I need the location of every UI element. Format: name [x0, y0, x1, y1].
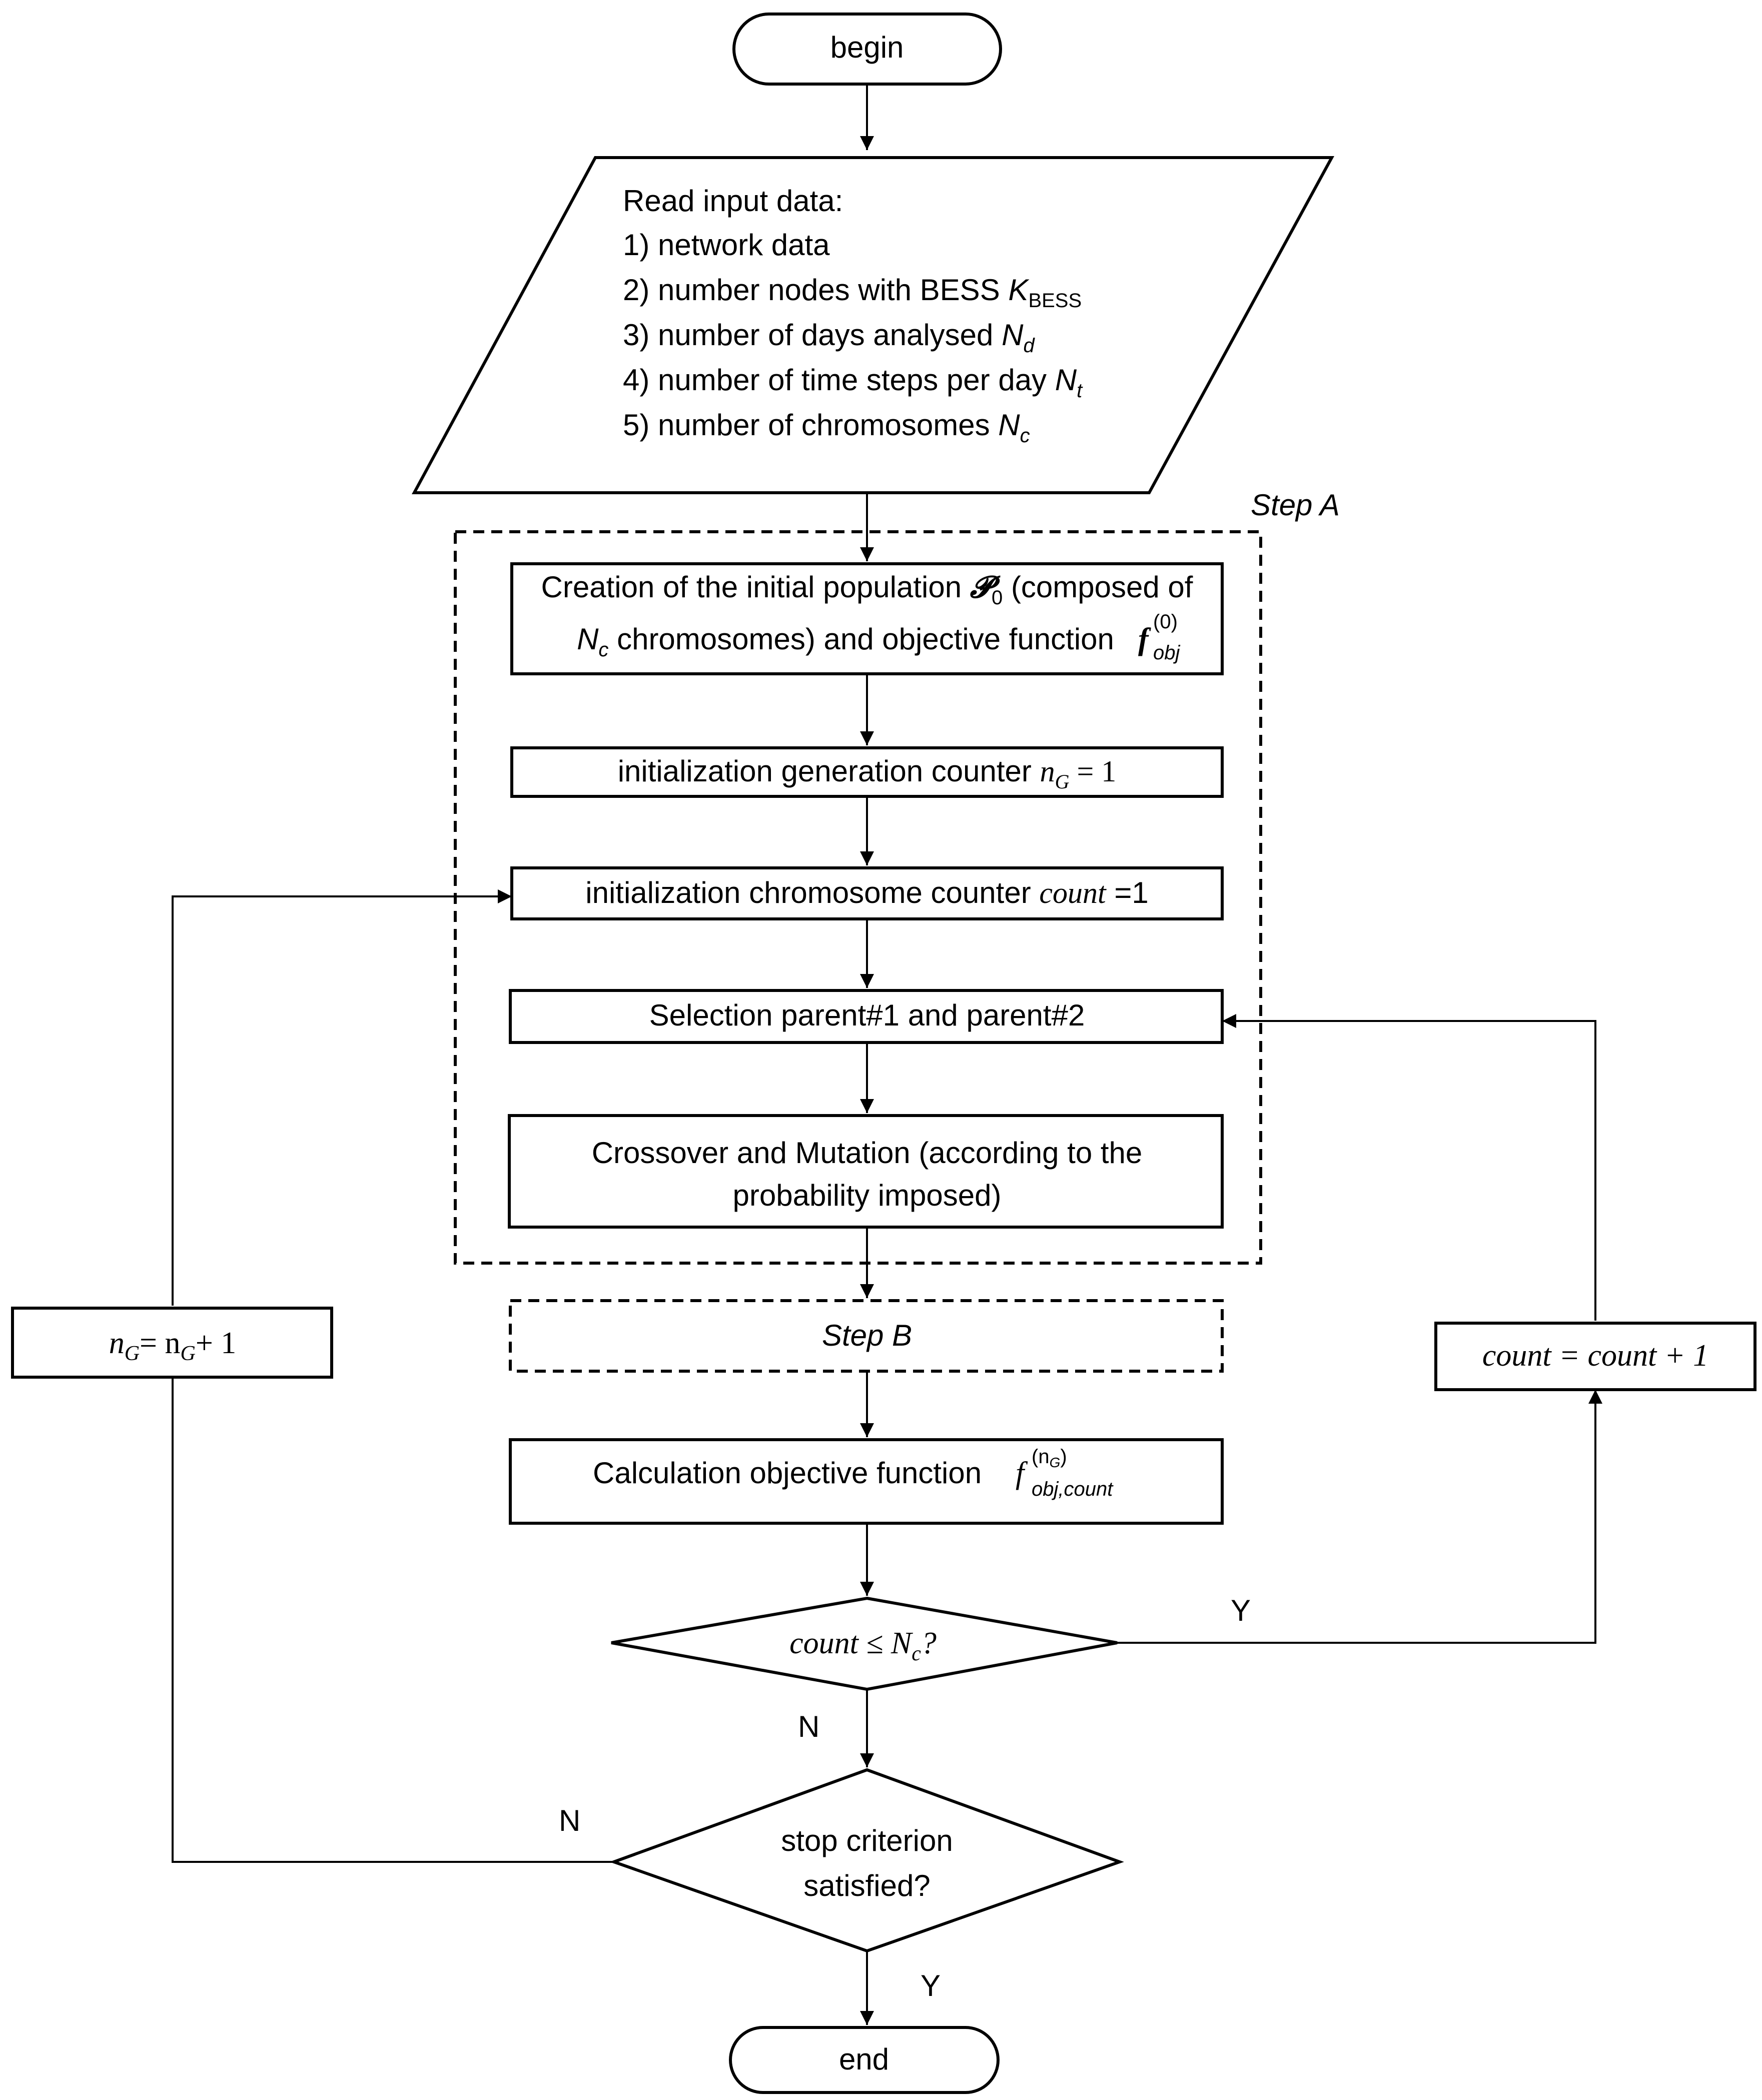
creation-fobj-sub: obj	[1153, 642, 1180, 664]
decision-stop-node	[609, 1768, 1124, 1953]
edge-label-stop-yes: Y	[921, 1969, 941, 2002]
creation-line-2: Nc chromosomes) and objective function	[577, 622, 1114, 661]
edge-gen-increment-to-initchrom	[172, 889, 512, 1306]
input-item-5: 5) number of chromosomes Nc	[623, 408, 1030, 447]
step-a-label: Step A	[1251, 488, 1340, 522]
decision-stop-line-1: stop criterion	[781, 1824, 953, 1857]
creation-fobj-sup: (0)	[1153, 611, 1178, 633]
creation-initial-population-node	[510, 562, 1224, 675]
selection-parents-node	[509, 989, 1224, 1044]
init-chromosome-label: initialization chromosome counter count …	[585, 876, 1149, 909]
creation-line-1: Creation of the initial population 𝓟0 (c…	[541, 570, 1193, 609]
input-item-2: 2) number nodes with BESS KBESS	[623, 273, 1082, 312]
edge-increment-to-selection	[1222, 1014, 1596, 1321]
init-generation-label: initialization generation counter nG = 1	[618, 754, 1117, 793]
input-item-4: 4) number of time steps per day Nt	[623, 363, 1083, 402]
init-chromosome-counter-node	[510, 866, 1224, 920]
input-item-3: 3) number of days analysed Nd	[623, 318, 1035, 357]
begin-terminal	[732, 13, 1002, 86]
calculation-label: Calculation objective function	[593, 1456, 982, 1490]
edge-stop-no-to-gen-increment	[172, 1377, 614, 1863]
count-increment-label: count = count + 1	[1482, 1339, 1708, 1373]
decision-count-node	[611, 1596, 1118, 1691]
end-terminal	[729, 2026, 1000, 2094]
decision-count-label: count ≤ Nc?	[789, 1626, 937, 1665]
step-b-node	[509, 1299, 1224, 1373]
step-a-region	[454, 530, 1262, 1265]
generation-increment-node	[11, 1307, 333, 1379]
calculation-f-sup: (nG)	[1032, 1446, 1067, 1470]
step-b-label: Step B	[822, 1319, 912, 1352]
calculation-objective-node	[509, 1438, 1224, 1525]
begin-label: begin	[830, 31, 904, 64]
edge-decision-yes-to-increment	[1117, 1390, 1602, 1644]
edge-label-count-no: N	[798, 1710, 819, 1743]
edge-label-count-yes: Y	[1231, 1594, 1251, 1627]
input-data-node	[411, 156, 1335, 494]
crossover-mutation-node	[508, 1114, 1224, 1229]
end-label: end	[839, 2042, 889, 2076]
selection-label: Selection parent#1 and parent#2	[649, 998, 1085, 1032]
crossover-line-1: Crossover and Mutation (according to the	[592, 1136, 1143, 1170]
crossover-line-2: probability imposed)	[733, 1179, 1002, 1212]
edge-label-stop-no: N	[559, 1804, 580, 1837]
decision-stop-line-2: satisfied?	[803, 1869, 930, 1902]
init-generation-counter-node	[510, 746, 1224, 798]
input-title: Read input data:	[623, 184, 843, 218]
edges	[172, 84, 1602, 2025]
count-increment-node	[1434, 1322, 1756, 1391]
generation-increment-label: nG= nG+ 1	[109, 1326, 237, 1365]
calculation-f-sub: obj,count	[1032, 1478, 1114, 1500]
input-item-1: 1) network data	[623, 228, 830, 262]
